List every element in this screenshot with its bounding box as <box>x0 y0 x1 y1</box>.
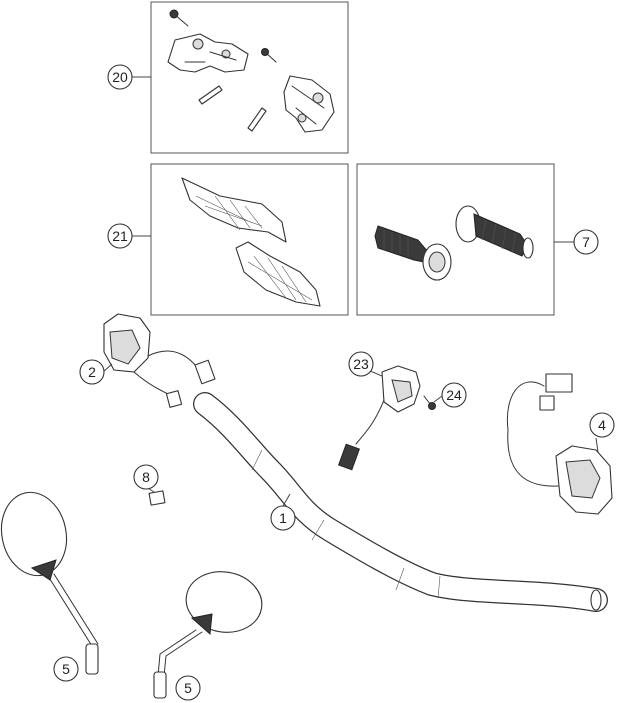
switch-23 <box>338 365 421 471</box>
callout-23: 23 <box>348 351 374 377</box>
callout-5-left: 5 <box>53 656 79 682</box>
callout-7-label: 7 <box>582 234 590 250</box>
callout-1: 1 <box>270 505 296 531</box>
leader-lines <box>102 76 599 507</box>
callout-21-label: 21 <box>112 228 128 244</box>
callout-4-label: 4 <box>598 417 606 433</box>
callout-5-right: 5 <box>175 675 201 701</box>
callout-8-label: 8 <box>142 469 150 485</box>
screw-24 <box>423 395 436 410</box>
parts-box-7 <box>356 163 555 316</box>
clamp-bracket-set <box>167 9 335 133</box>
callout-23-label: 23 <box>353 356 369 372</box>
callout-5-right-label: 5 <box>184 680 192 696</box>
callout-2: 2 <box>79 359 105 385</box>
left-switch-2 <box>103 313 216 408</box>
callout-1-label: 1 <box>279 510 287 526</box>
callout-24-label: 24 <box>446 387 462 403</box>
callout-8: 8 <box>133 464 159 490</box>
callout-21: 21 <box>107 223 133 249</box>
hand-guard-pair <box>181 177 321 307</box>
parts-box-21 <box>150 163 349 316</box>
mirror-left-5 <box>0 491 99 675</box>
callout-4: 4 <box>589 412 615 438</box>
callout-20-label: 20 <box>112 69 128 85</box>
callout-7: 7 <box>573 229 599 255</box>
callout-24: 24 <box>441 382 467 408</box>
mirror-right-5 <box>153 571 263 699</box>
callout-20: 20 <box>107 64 133 90</box>
clip-8 <box>148 490 166 506</box>
right-switch-4 <box>506 373 613 515</box>
callout-5-left-label: 5 <box>62 661 70 677</box>
handlebar <box>193 392 608 612</box>
callout-2-label: 2 <box>88 364 96 380</box>
grip-set <box>374 205 534 281</box>
